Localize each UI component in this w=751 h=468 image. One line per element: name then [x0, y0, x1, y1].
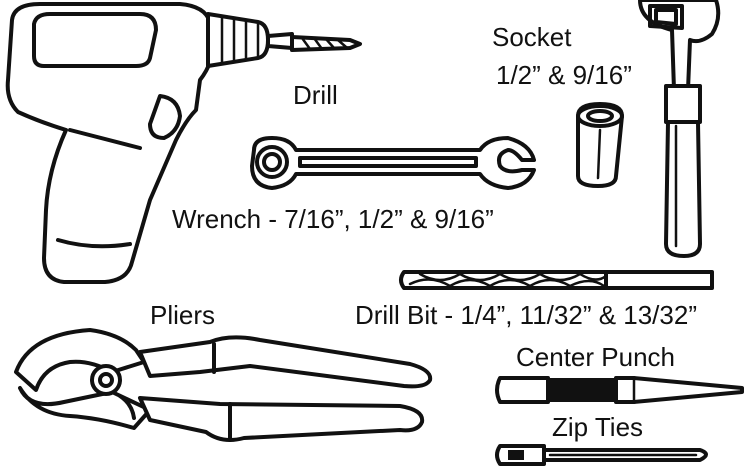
wrench-illustration [250, 136, 536, 190]
center-punch-label: Center Punch [516, 342, 675, 372]
wrench-label: Wrench - 7/16”, 1/2” & 9/16” [172, 204, 494, 234]
drill-label: Drill [293, 80, 338, 110]
socket-sizes-label: 1/2” & 9/16” [496, 60, 632, 90]
zip-ties-label: Zip Ties [552, 412, 644, 442]
pliers-label: Pliers [150, 300, 216, 330]
socket-illustration [576, 102, 624, 188]
ratchet-illustration [638, 0, 721, 258]
drill-illustration [5, 2, 362, 284]
pliers-illustration [14, 328, 433, 442]
socket-label: Socket [492, 22, 572, 52]
drill-bit-illustration [399, 270, 714, 290]
center-punch-illustration [495, 376, 744, 404]
drill-bit-label: Drill Bit - 1/4”, 11/32” & 13/32” [355, 300, 697, 330]
zip-tie-illustration [495, 444, 708, 466]
